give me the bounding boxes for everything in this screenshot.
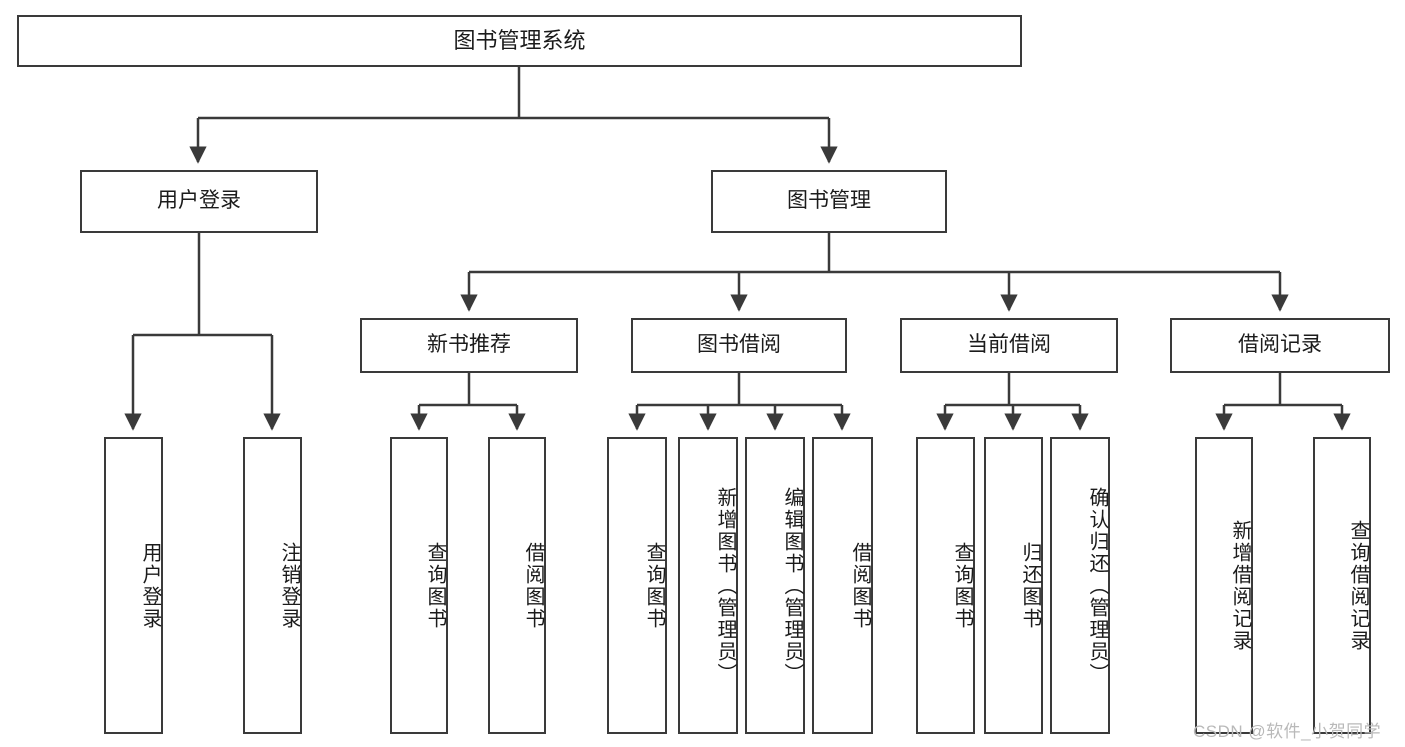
node-borrow-record-label: 借阅记录 (1238, 333, 1322, 357)
node-current-borrow-label: 当前借阅 (967, 333, 1051, 357)
node-leaf-borrow-book-1-label: 借阅图书 (522, 541, 544, 630)
node-new-book-rec-label: 新书推荐 (427, 333, 511, 357)
node-book-manage-label: 图书管理 (787, 189, 871, 213)
node-leaf-borrow-book-2-label: 借阅图书 (849, 541, 871, 630)
node-user-login[interactable]: 用户登录 (80, 170, 318, 233)
node-leaf-add-book[interactable]: 新增图书（管理员） (678, 437, 738, 734)
node-leaf-add-book-label: 新增图书（管理员） (714, 486, 736, 685)
node-leaf-borrow-book-2[interactable]: 借阅图书 (812, 437, 873, 734)
node-leaf-query-book-1[interactable]: 查询图书 (390, 437, 448, 734)
node-book-manage[interactable]: 图书管理 (711, 170, 947, 233)
node-root-label: 图书管理系统 (453, 28, 586, 54)
node-current-borrow[interactable]: 当前借阅 (900, 318, 1118, 373)
node-leaf-query-book-2[interactable]: 查询图书 (607, 437, 667, 734)
node-book-borrow[interactable]: 图书借阅 (631, 318, 847, 373)
node-leaf-confirm-return-label: 确认归还（管理员） (1086, 486, 1108, 685)
node-user-login-label: 用户登录 (157, 189, 241, 213)
node-leaf-return-book-label: 归还图书 (1019, 541, 1041, 630)
node-leaf-query-book-3[interactable]: 查询图书 (916, 437, 975, 734)
node-leaf-user-login-label: 用户登录 (139, 541, 161, 630)
node-new-book-rec[interactable]: 新书推荐 (360, 318, 578, 373)
node-leaf-query-book-2-label: 查询图书 (643, 541, 665, 630)
node-leaf-logout[interactable]: 注销登录 (243, 437, 302, 734)
csdn-watermark: CSDN @软件_小贺同学 (1193, 722, 1382, 741)
node-leaf-logout-label: 注销登录 (278, 541, 300, 630)
node-leaf-query-book-1-label: 查询图书 (424, 541, 446, 630)
node-leaf-borrow-book-1[interactable]: 借阅图书 (488, 437, 546, 734)
node-leaf-user-login[interactable]: 用户登录 (104, 437, 163, 734)
node-borrow-record[interactable]: 借阅记录 (1170, 318, 1390, 373)
node-root[interactable]: 图书管理系统 (17, 15, 1022, 67)
node-leaf-edit-book[interactable]: 编辑图书（管理员） (745, 437, 805, 734)
node-leaf-return-book[interactable]: 归还图书 (984, 437, 1043, 734)
node-leaf-edit-book-label: 编辑图书（管理员） (781, 486, 803, 685)
node-leaf-query-record-label: 查询借阅记录 (1347, 519, 1369, 652)
node-leaf-confirm-return[interactable]: 确认归还（管理员） (1050, 437, 1110, 734)
node-leaf-add-record[interactable]: 新增借阅记录 (1195, 437, 1253, 734)
node-book-borrow-label: 图书借阅 (697, 333, 781, 357)
node-leaf-add-record-label: 新增借阅记录 (1229, 519, 1251, 652)
node-leaf-query-book-3-label: 查询图书 (951, 541, 973, 630)
node-leaf-query-record[interactable]: 查询借阅记录 (1313, 437, 1371, 734)
